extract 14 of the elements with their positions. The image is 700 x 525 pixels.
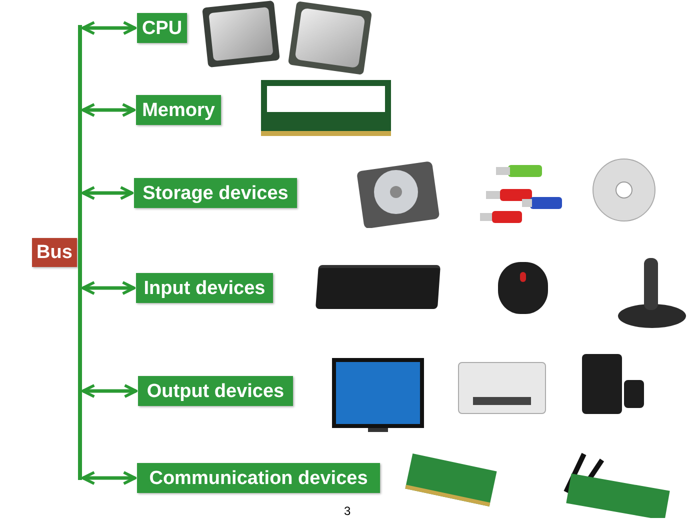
double-arrow [82, 384, 138, 398]
double-arrow [82, 21, 136, 35]
double-arrow [82, 103, 136, 117]
double-arrow [82, 471, 136, 485]
category-box: Input devices [136, 273, 273, 303]
double-arrow [82, 281, 136, 295]
category-box: CPU [137, 13, 187, 43]
category-box: Communication devices [137, 463, 380, 493]
category-box: Memory [136, 95, 221, 125]
double-arrow [82, 186, 134, 200]
bus-box: Bus [32, 238, 77, 267]
category-box: Storage devices [134, 178, 297, 208]
page-number: 3 [344, 503, 351, 520]
category-box: Output devices [138, 376, 293, 406]
